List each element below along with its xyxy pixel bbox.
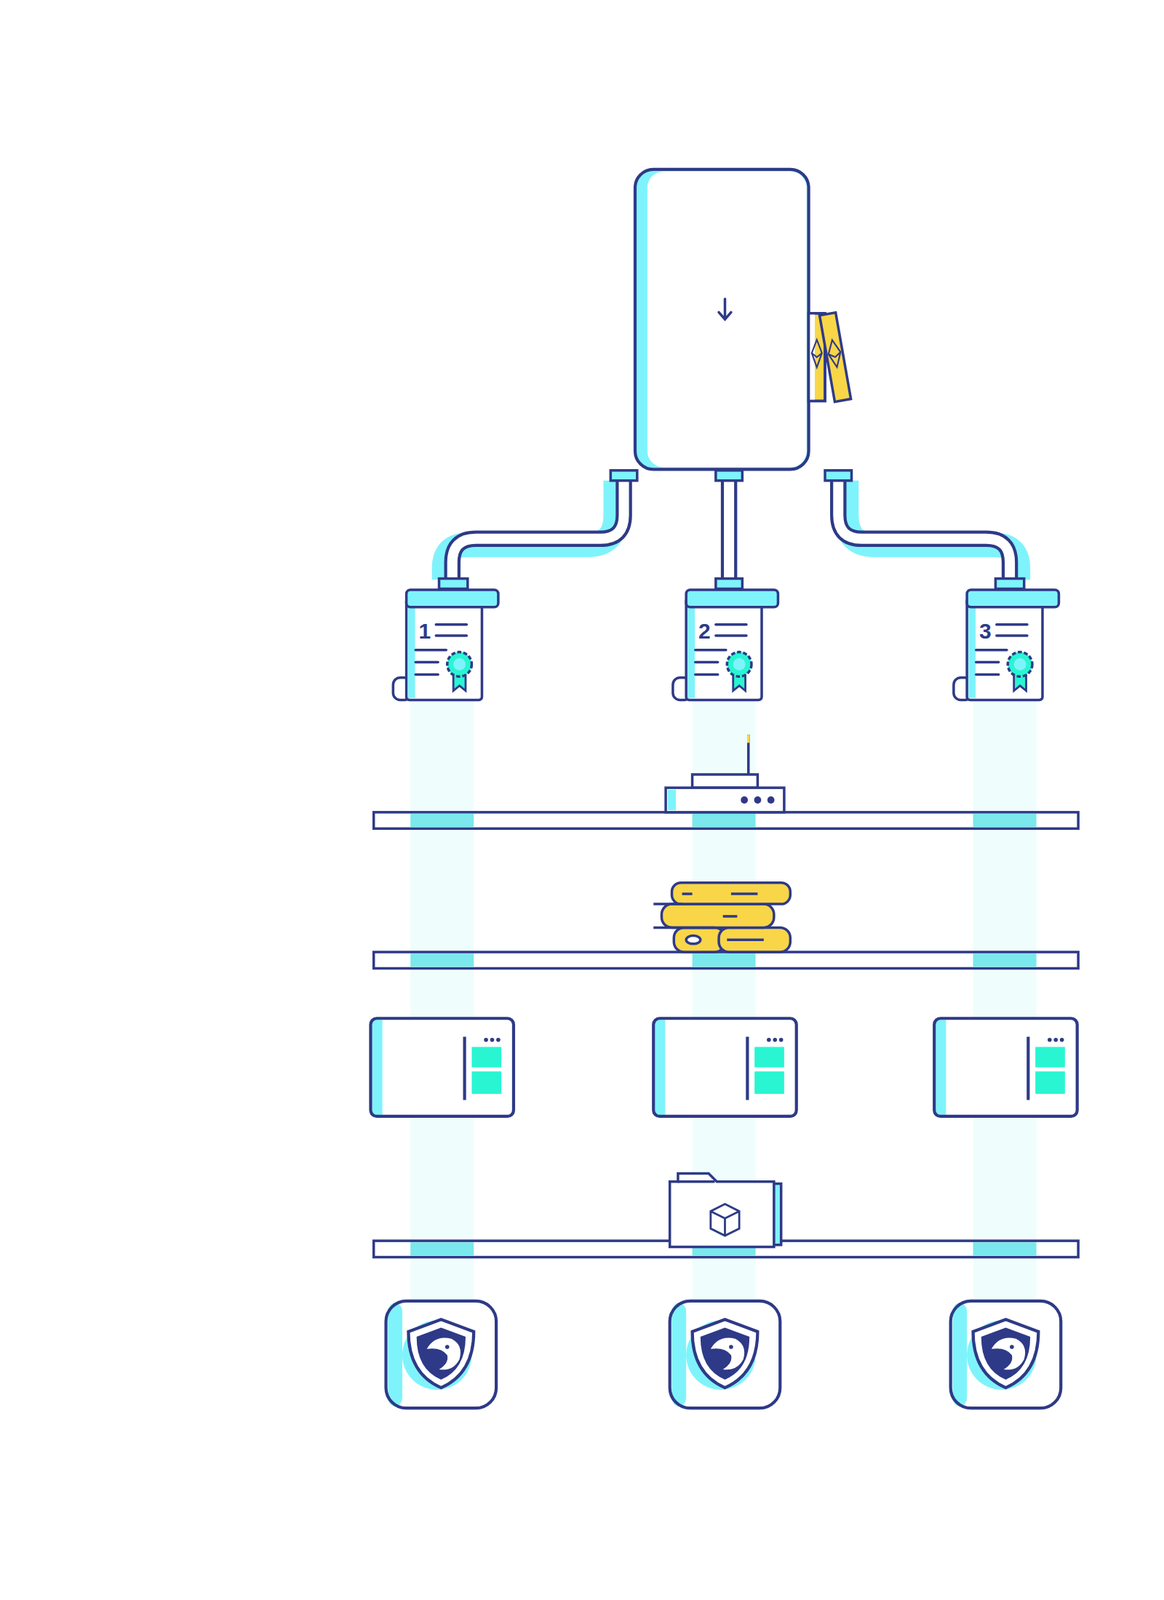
art-rect xyxy=(819,312,852,403)
art-path xyxy=(452,480,625,580)
art-line xyxy=(653,926,715,930)
art-path xyxy=(718,299,732,320)
art-rect xyxy=(635,169,809,470)
art-rect xyxy=(673,927,725,953)
document-number-box: 3 xyxy=(971,616,999,647)
art-line xyxy=(747,734,751,775)
art-path xyxy=(720,480,737,580)
art-line xyxy=(726,938,764,942)
callout-number: 1 xyxy=(419,620,432,643)
art-rect xyxy=(692,774,759,788)
art-circle xyxy=(767,796,775,804)
art-line xyxy=(747,734,751,743)
art-path xyxy=(670,1174,775,1248)
art-rect xyxy=(410,814,474,828)
art-path xyxy=(723,480,735,580)
main-vault xyxy=(635,169,852,470)
art-use xyxy=(392,590,499,701)
folder xyxy=(670,1174,782,1248)
art-rect xyxy=(715,470,743,481)
art-rect xyxy=(647,171,807,468)
art-rect xyxy=(715,579,743,590)
art-rect xyxy=(692,814,756,828)
art-use xyxy=(934,1018,1077,1117)
art-rect xyxy=(373,952,1079,969)
art-rect xyxy=(661,904,774,928)
light-bands xyxy=(410,701,1036,1302)
art-use xyxy=(370,1018,513,1117)
art-path xyxy=(846,480,1019,580)
art-line xyxy=(653,902,682,906)
art-use xyxy=(653,1018,796,1117)
art-line xyxy=(682,892,693,896)
art-rect xyxy=(635,169,809,470)
art-rect xyxy=(824,470,852,481)
art-line xyxy=(731,892,758,896)
art-path xyxy=(444,480,617,580)
art-path xyxy=(826,339,844,369)
art-use xyxy=(670,1301,781,1409)
windows xyxy=(370,1018,1077,1117)
art-use xyxy=(953,590,1060,701)
art-rect xyxy=(410,701,474,1302)
art-g xyxy=(439,470,1025,590)
art-rect xyxy=(672,883,791,905)
art-path xyxy=(452,480,625,580)
callout-number: 3 xyxy=(979,620,992,643)
art-rect xyxy=(665,787,785,813)
art-path xyxy=(838,480,1010,580)
art-use xyxy=(386,1301,497,1409)
art-path xyxy=(838,480,1010,580)
callout-number: 2 xyxy=(698,620,711,643)
art-rect xyxy=(667,790,676,811)
art-rect xyxy=(439,579,468,590)
art-circle xyxy=(753,796,761,804)
book-stack xyxy=(653,883,791,953)
art-rect xyxy=(410,1242,474,1256)
art-path xyxy=(811,339,823,368)
art-path xyxy=(710,1204,740,1237)
document-number-box: 1 xyxy=(411,616,438,647)
pipes xyxy=(439,470,1025,590)
art-rect xyxy=(995,579,1024,590)
art-rect xyxy=(973,1242,1037,1256)
art-use xyxy=(950,1301,1062,1409)
art-line xyxy=(723,915,738,919)
art-rect xyxy=(692,953,756,967)
router xyxy=(665,734,785,813)
art-ellipse xyxy=(686,936,701,945)
app-icons xyxy=(386,1301,1062,1409)
art-rect xyxy=(973,953,1037,967)
art-circle xyxy=(740,796,748,804)
art-rect xyxy=(410,953,474,967)
document-number-box: 2 xyxy=(691,616,718,647)
art-g xyxy=(819,312,852,403)
art-line xyxy=(678,1180,716,1184)
art-use xyxy=(672,590,779,701)
documents xyxy=(392,590,1059,701)
art-rect xyxy=(973,701,1037,1302)
art-rect xyxy=(973,814,1037,828)
art-rect xyxy=(610,470,637,481)
art-rect xyxy=(373,812,1079,829)
art-rect xyxy=(718,927,791,953)
